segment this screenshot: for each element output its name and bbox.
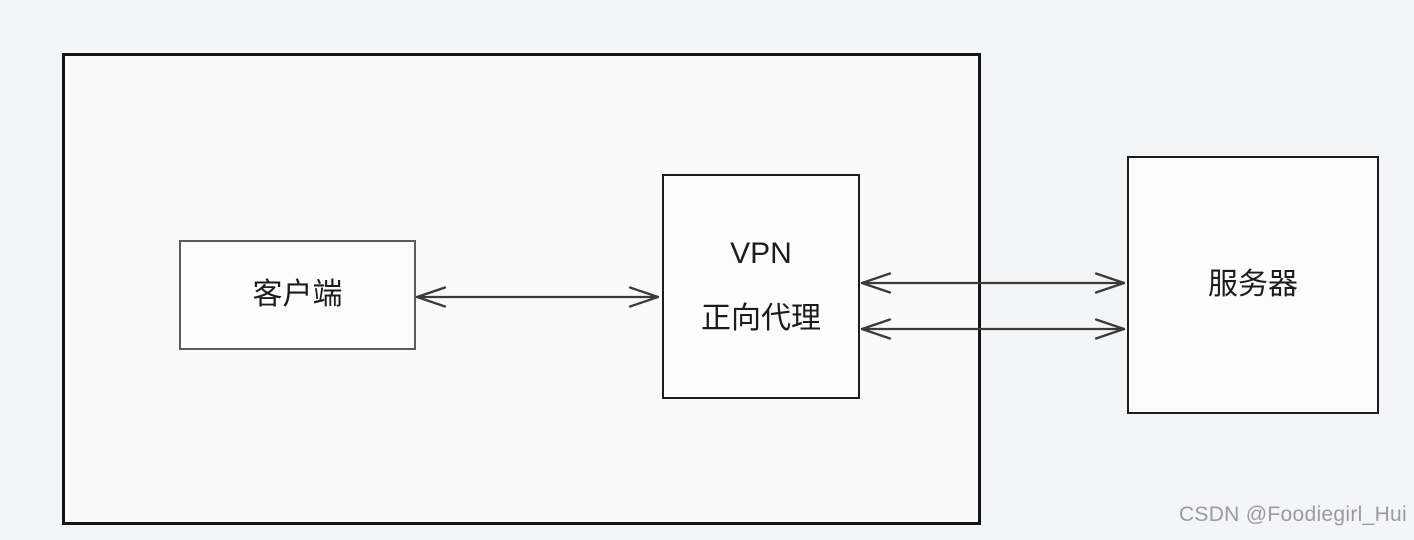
node-server: 服务器 [1127,156,1379,414]
csdn-watermark: CSDN @Foodiegirl_Hui [1178,503,1407,526]
arrow-proxy-server-lower-head-right [1094,318,1126,340]
node-client: 客户端 [179,240,416,350]
node-vpn-proxy-label-line2: 正向代理 [701,302,821,335]
arrow-proxy-server-upper-head-right [1094,272,1126,294]
node-client-label: 客户端 [252,277,343,311]
node-server-label: 服务器 [1208,267,1298,301]
node-vpn-proxy-label-line1: VPN [730,236,792,270]
node-vpn-proxy: VPN 正向代理 [662,174,860,399]
